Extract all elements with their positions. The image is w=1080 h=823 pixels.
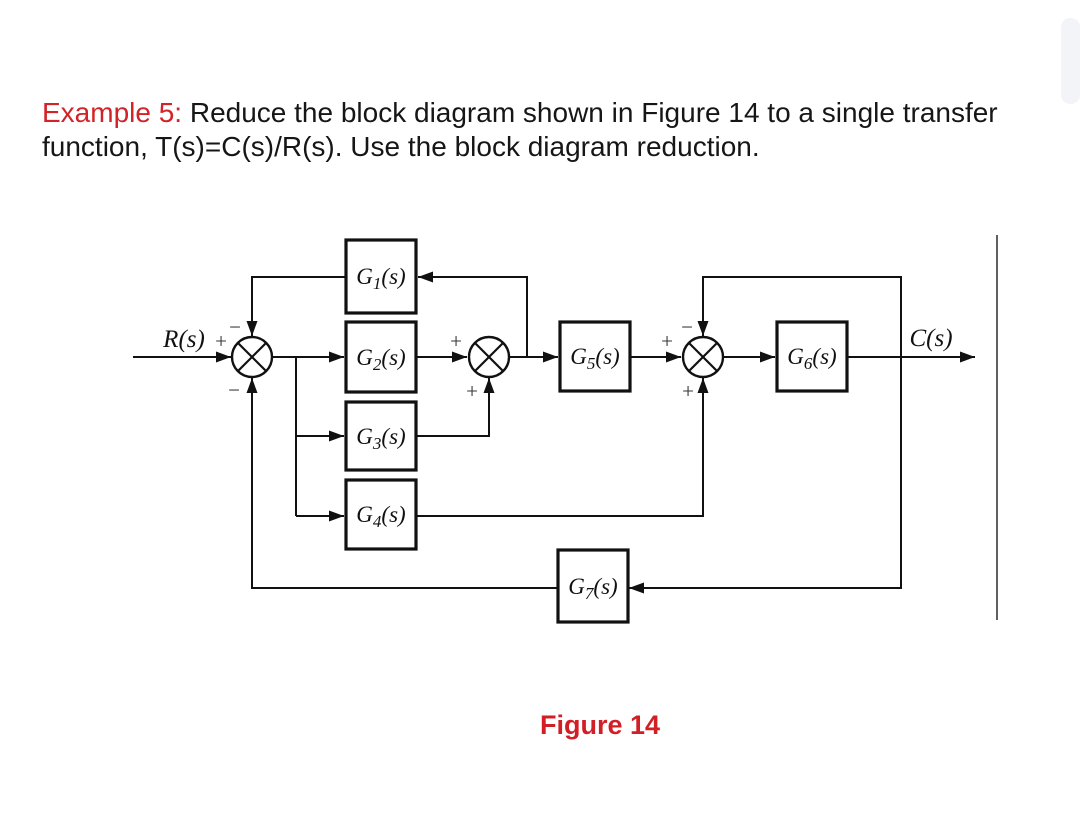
summing-junction-3: + − + [661,315,725,403]
block-G5-rect [558,320,632,393]
statement-line-1: Example 5: Reduce the block diagram show… [42,96,1042,130]
block-G3: G3(s) [344,400,418,472]
sum3-feedback-wire [697,276,902,357]
sum3-x-stroke-2 [688,342,718,372]
sum1-sign-bottom: − [228,378,240,402]
block-G6-label: G6(s) [787,344,836,373]
g1-feedback-tap-wire [418,271,528,357]
signal-wires [133,271,975,594]
block-G1-rect [344,238,418,315]
block-G2: G2(s) [344,320,418,394]
g1-output-wire [246,276,346,336]
sum1-sign-left: + [215,329,227,353]
block-G7-rect [556,548,630,624]
g4-output-wire [416,378,709,517]
block-G1: G1(s) [344,238,418,315]
sum3-sign-bottom: + [682,379,694,403]
block-G7-label: G7(s) [568,574,617,603]
example-label: Example 5: [42,97,183,128]
summing-junction-1: + − − [215,315,274,402]
sum2-sign-left: + [450,329,462,353]
block-G2-rect [344,320,418,394]
block-G4-rect [344,478,418,551]
block-G7: G7(s) [556,548,630,624]
block-G5: G5(s) [558,320,632,393]
g7-input-wire [629,357,902,594]
sum2-x-stroke-2 [474,342,504,372]
sum1-sign-top: − [229,315,241,339]
sum1-x-stroke-2 [237,342,267,372]
input-signal-label: R(s) [162,326,205,353]
problem-statement: Example 5: Reduce the block diagram show… [42,96,1042,164]
block-G6-rect [775,320,849,393]
block-G3-rect [344,400,418,472]
sum3-sign-top: − [681,315,693,339]
summing-junction-2: + + [450,329,511,403]
block-G3-label: G3(s) [356,424,405,453]
g3-output-wire [416,378,495,437]
block-G4-label: G4(s) [356,502,405,531]
statement-line-2: function, T(s)=C(s)/R(s). Use the block … [42,131,760,162]
scrollbar-thumb[interactable] [1061,18,1080,104]
sum3-sign-left: + [661,329,673,353]
block-G1-label: G1(s) [356,264,405,293]
block-G2-label: G2(s) [356,345,405,374]
figure-caption: Figure 14 [539,710,661,740]
block-G6: G6(s) [775,320,849,393]
sum2-sign-bottom: + [466,379,478,403]
g7-output-wire [246,378,558,589]
statement-text-1: Reduce the block diagram shown in Figure… [189,97,998,128]
block-G5-label: G5(s) [570,344,619,373]
block-G4: G4(s) [344,478,418,551]
output-signal-label: C(s) [909,325,952,352]
